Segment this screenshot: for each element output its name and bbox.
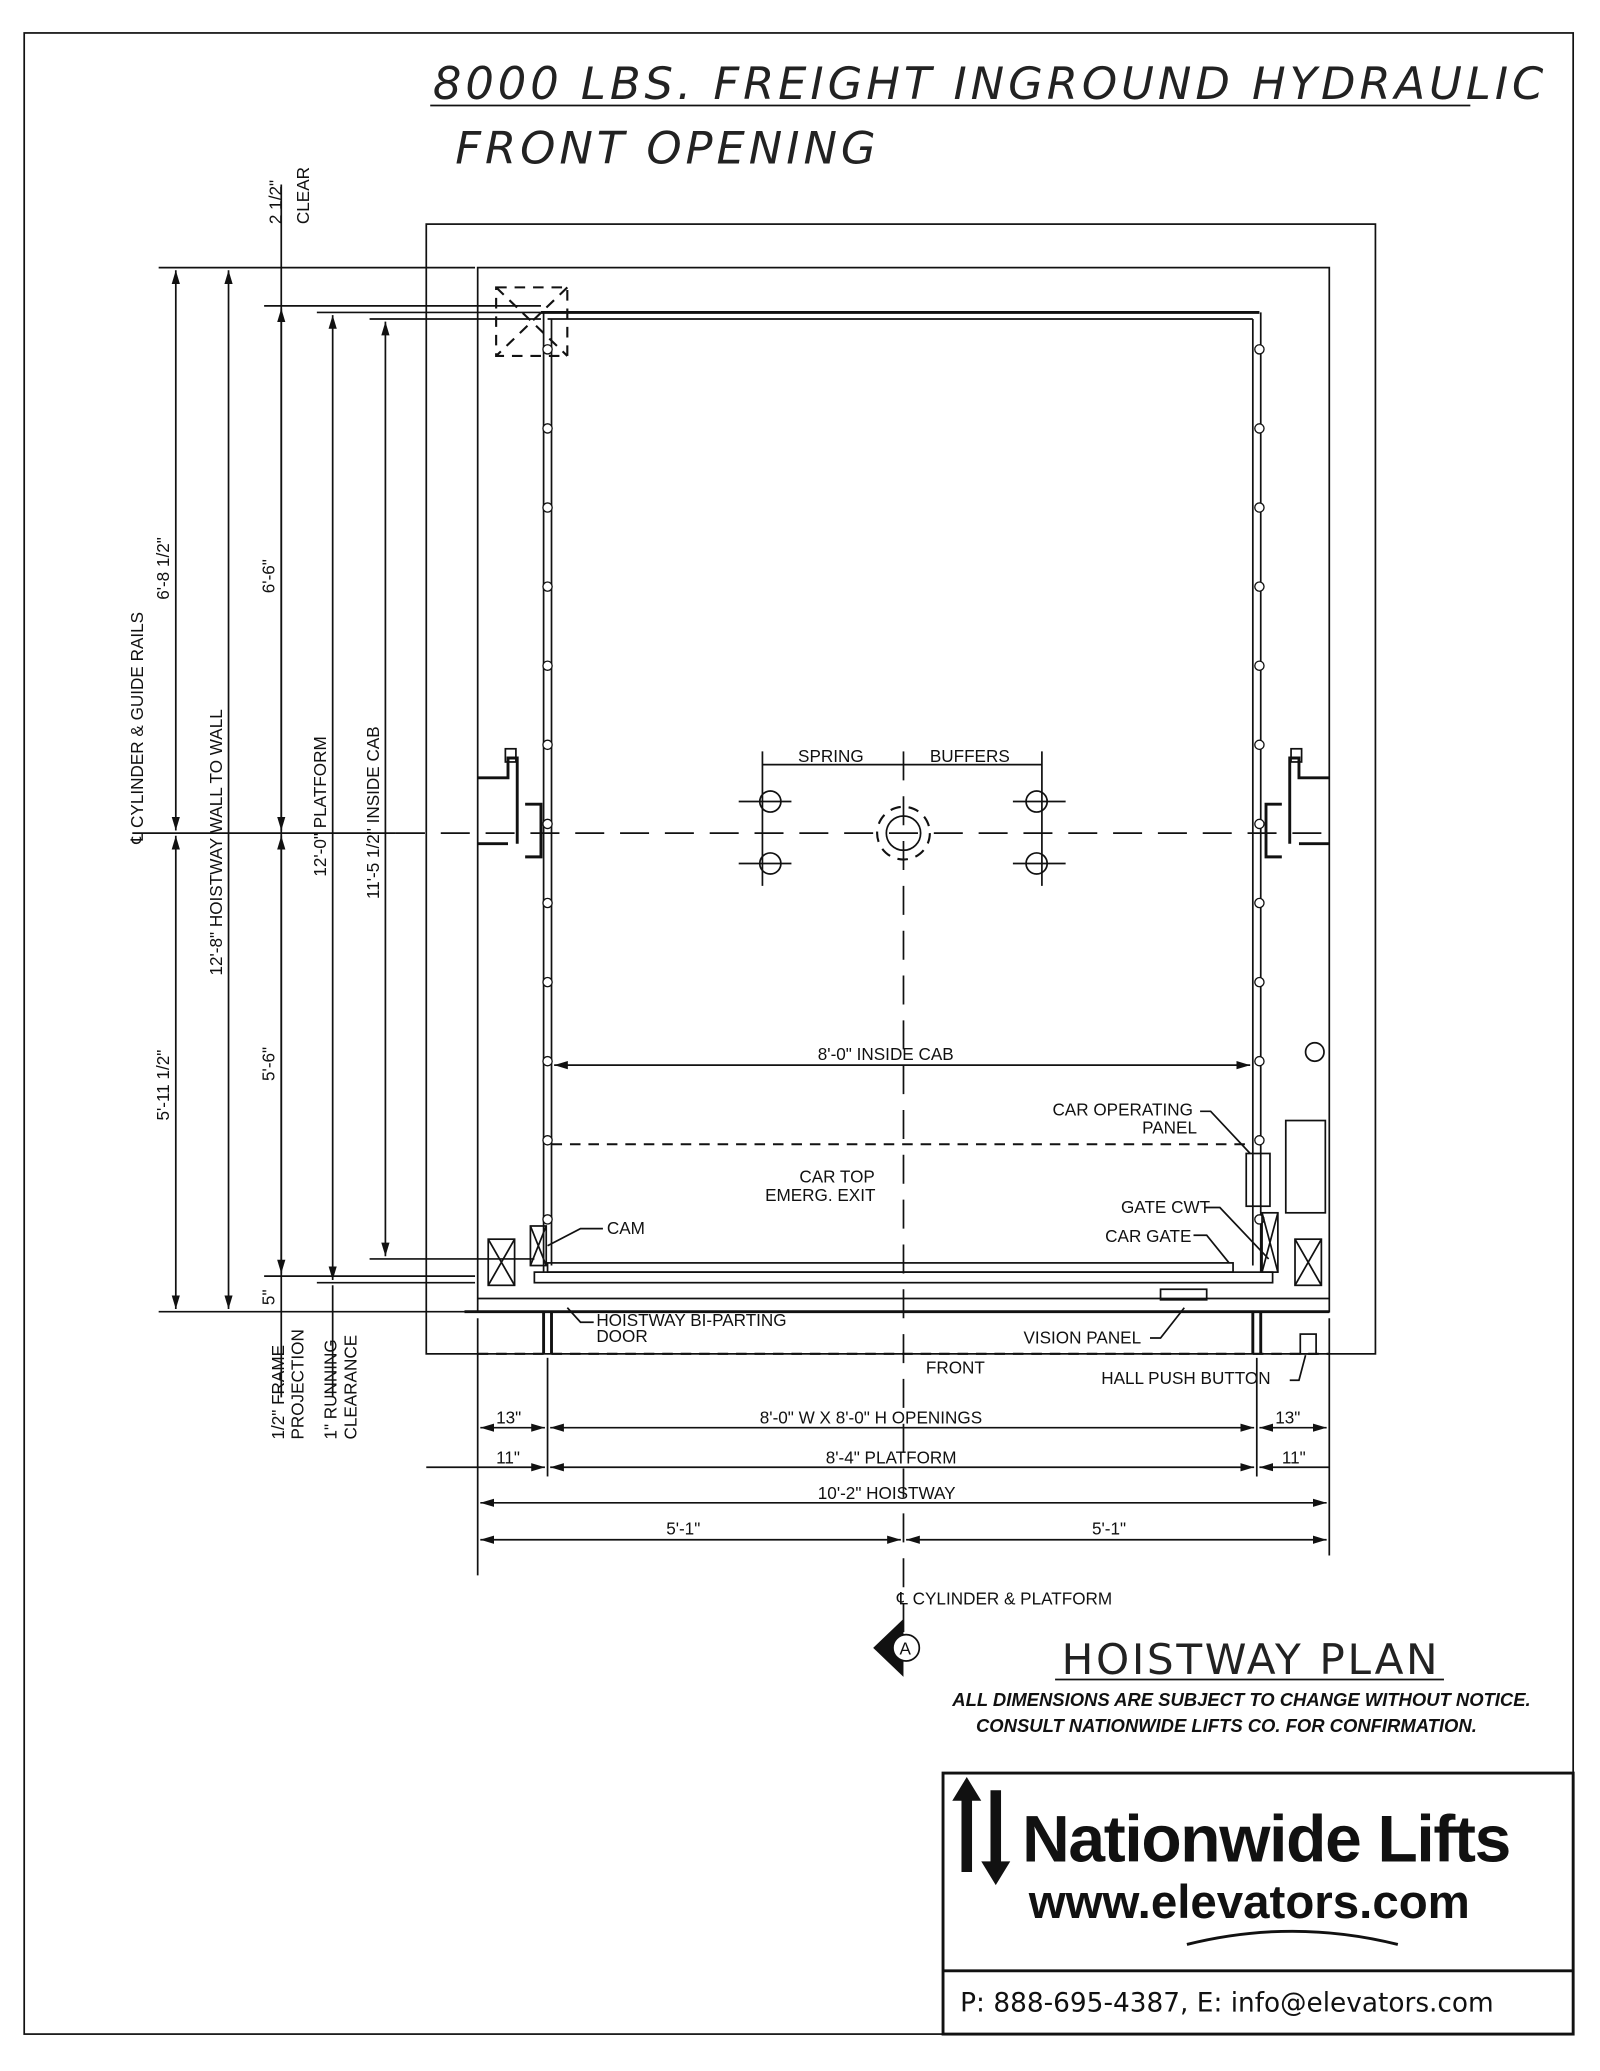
note-line2: CONSULT NATIONWIDE LIFTS CO. FOR CONFIRM… [976, 1715, 1477, 1736]
label-car-top-2: EMERG. EXIT [765, 1185, 876, 1205]
label-spring: SPRING [798, 746, 864, 766]
dim-hoistway: 12'-8" HOISTWAY WALL TO WALL [206, 709, 226, 975]
wall-rivet [1254, 423, 1265, 434]
label-vision-panel: VISION PANEL [1023, 1327, 1141, 1347]
label-hoistway-door-1: HOISTWAY BI-PARTING [596, 1310, 786, 1330]
dim-platform-width: 8'-4" PLATFORM [826, 1447, 957, 1467]
wall-rivet [542, 976, 553, 988]
label-inside-cab-width: 8'-0" INSIDE CAB [818, 1044, 954, 1064]
wall-rivet [542, 502, 553, 513]
horizontal-dimensions [426, 1318, 1331, 1576]
wall-rivet [1254, 739, 1265, 751]
wall-rivet [542, 1214, 553, 1225]
dim-platform: 12'-0" PLATFORM [310, 736, 330, 876]
svg-text:A: A [900, 1638, 912, 1658]
logo-url: www.elevators.com [1028, 1876, 1470, 1929]
wall-rivet [1254, 897, 1265, 909]
wall-rivet [542, 818, 553, 830]
wall-rivet [1254, 502, 1265, 513]
hoistway-walls [425, 223, 1377, 1355]
dim-upper-rail: 6'-8 1/2" [153, 537, 173, 600]
wall-rivet [542, 581, 553, 592]
title-block: Nationwide Lifts www.elevators.com P: 88… [941, 1771, 1575, 2036]
label-buffers: BUFFERS [930, 746, 1010, 766]
dim-frame-projection-2: PROJECTION [288, 1329, 308, 1439]
contact-info: P: 888-695-4387, E: info@elevators.com [960, 1989, 1494, 2019]
wall-rivet [1254, 581, 1265, 592]
title-line2: FRONT OPENING [455, 121, 879, 174]
dim-left-11: 11" [496, 1447, 520, 1467]
logo-name: Nationwide Lifts [1022, 1801, 1510, 1875]
label-cop-2: PANEL [1142, 1118, 1197, 1138]
wall-rivet [542, 344, 553, 355]
wall-rivet [1254, 1055, 1265, 1067]
label-car-top-1: CAR TOP [799, 1166, 875, 1186]
dim-centerline-label: ℄ CYLINDER & PLATFORM [896, 1588, 1112, 1608]
nationwide-lifts-arrows-icon [952, 1777, 1011, 1886]
dim-rail-label: ℄ CYLINDER & GUIDE RAILS [127, 612, 147, 845]
wall-rivet [542, 1135, 553, 1146]
label-cop-1: CAR OPERATING [1052, 1099, 1193, 1119]
wall-rivet [542, 897, 553, 909]
dim-running-clearance-2: CLEARANCE [340, 1335, 360, 1440]
label-hall-push-button: HALL PUSH BUTTON [1101, 1368, 1270, 1388]
dim-inside-cab: 11'-5 1/2" INSIDE CAB [363, 726, 383, 899]
dim-running-clearance-1: 1" RUNNING [321, 1339, 341, 1439]
dim-half-left: 5'-1" [666, 1518, 700, 1538]
dim-frame-projection-1: 1/2" FRAME [268, 1345, 288, 1440]
dim-openings: 8'-0" W X 8'-0" H OPENINGS [760, 1408, 982, 1428]
dim-half-right: 5'-1" [1092, 1518, 1126, 1538]
label-front: FRONT [926, 1358, 986, 1378]
dim-left-13: 13" [496, 1408, 521, 1428]
dim-five: 5" [259, 1289, 279, 1305]
wall-rivet [1254, 976, 1265, 988]
wall-rivet [1254, 818, 1265, 830]
wall-rivet [1254, 344, 1265, 355]
dim-lower-platform: 5'-6" [259, 1047, 279, 1081]
wall-rivet [542, 660, 553, 671]
label-hoistway-door-2: DOOR [596, 1326, 647, 1346]
wall-rivet [542, 1055, 553, 1067]
wall-rivet [542, 423, 553, 434]
wall-rivet [1254, 660, 1265, 671]
note-line1: ALL DIMENSIONS ARE SUBJECT TO CHANGE WIT… [951, 1689, 1530, 1710]
wall-rivet [542, 739, 553, 751]
dim-clear-value: 2 1/2" [265, 180, 285, 224]
section-marker: A [873, 1618, 921, 1677]
dim-right-11: 11" [1282, 1447, 1306, 1467]
label-cam: CAM [607, 1218, 645, 1238]
dim-right-13: 13" [1275, 1408, 1300, 1428]
wall-rivet [1254, 1135, 1265, 1146]
spring-buffers [738, 751, 1066, 886]
label-gate-cwt: GATE CWT [1121, 1197, 1211, 1217]
dim-clear-label: CLEAR [293, 167, 313, 224]
title-line1: 8000 LBS. FREIGHT INGROUND HYDRAULIC [433, 57, 1547, 110]
page-border [23, 32, 1575, 2035]
dim-hoistway-width: 10'-2" HOISTWAY [818, 1483, 956, 1503]
label-car-gate: CAR GATE [1105, 1226, 1191, 1246]
dim-lower-rail: 5'-11 1/2" [153, 1050, 173, 1121]
dim-upper-platform: 6'-6" [259, 559, 279, 593]
plan-title: HOISTWAY PLAN [1062, 1635, 1441, 1684]
vertical-dimensions [132, 184, 541, 1398]
